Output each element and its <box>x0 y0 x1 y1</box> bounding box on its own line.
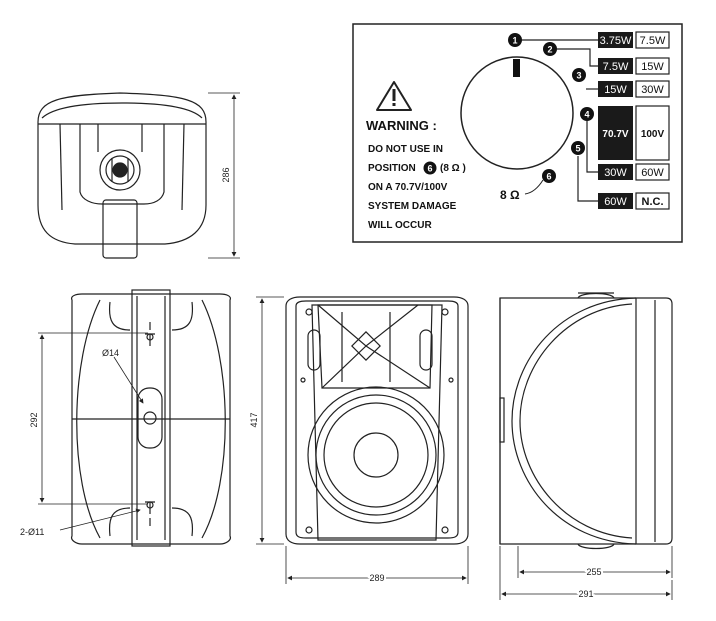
tap-70v-value: 60W <box>604 196 627 208</box>
position-6-badge-number: 6 <box>427 164 432 174</box>
position-6-badge <box>423 161 437 175</box>
position-badge-2: 2 <box>543 42 557 56</box>
side-view <box>499 292 673 550</box>
tap-70v-value: 30W <box>604 167 627 179</box>
warning-line-2-prefix: POSITION <box>368 163 416 174</box>
warning-line-4: SYSTEM DAMAGE <box>368 201 457 212</box>
front-view <box>285 296 469 545</box>
dim-height-top-label: 286 <box>221 167 231 182</box>
dim-height-front-label: 417 <box>249 412 259 427</box>
tap-100v-value: 60W <box>641 167 664 179</box>
impedance-label: 8 Ω <box>500 188 520 202</box>
tap-100v-value: 7.5W <box>640 35 666 47</box>
position-badge-3: 3 <box>572 68 586 82</box>
dim-width-front-label: 289 <box>369 573 384 583</box>
dim-depth-inner-label: 255 <box>586 567 601 577</box>
warning-line-5: WILL OCCUR <box>368 220 432 231</box>
position-badge-1: 1 <box>508 33 522 47</box>
warning-line-3: ON A 70.7V/100V <box>368 182 448 193</box>
warning-line-1: DO NOT USE IN <box>368 144 443 155</box>
dimension-depth-total <box>499 546 673 600</box>
voltage-100v-label: 100V <box>641 129 665 140</box>
tap-row-6: 60W N.C. <box>598 192 670 210</box>
svg-text:5: 5 <box>575 144 580 154</box>
back-view <box>71 289 231 547</box>
dim-hole-diameter-label: Ø14 <box>102 348 119 358</box>
dim-bracket-spacing-label: 292 <box>29 412 39 427</box>
tap-row-2: 7.5W 15W <box>598 57 670 75</box>
tap-row-header: 70.7V 100V <box>598 105 670 161</box>
tap-row-1: 3.75W 7.5W <box>598 31 670 49</box>
svg-text:3: 3 <box>576 71 581 81</box>
svg-text:1: 1 <box>512 36 517 46</box>
tap-70v-value: 3.75W <box>600 35 632 47</box>
dim-mount-holes-label: 2-Ø11 <box>20 527 44 537</box>
dimension-depth-inner <box>517 546 673 578</box>
tap-100v-value: 30W <box>641 84 664 96</box>
tap-70v-value: 7.5W <box>603 61 629 73</box>
tap-70v-value: 15W <box>604 84 627 96</box>
tap-row-3: 15W 30W <box>598 80 670 98</box>
position-badge-5: 5 <box>571 141 585 155</box>
svg-text:2: 2 <box>547 45 552 55</box>
position-6-marker <box>542 169 556 183</box>
tap-selector-knob-icon <box>460 56 574 170</box>
leader-lines <box>521 39 598 202</box>
position-badge-4: 4 <box>580 107 594 121</box>
tap-row-5: 30W 60W <box>598 163 670 181</box>
position-6-marker-number: 6 <box>546 172 551 182</box>
warning-title: WARNING : <box>366 118 437 133</box>
dimension-height-top <box>208 92 240 259</box>
tap-100v-value: 15W <box>641 61 664 73</box>
dim-depth-total-label: 291 <box>578 589 593 599</box>
dimension-width-front <box>285 546 469 584</box>
top-view <box>37 92 207 259</box>
dimension-height-front <box>256 296 284 545</box>
voltage-70v-label: 70.7V <box>602 129 628 140</box>
warning-panel: WARNING : DO NOT USE IN POSITION 6 (8 Ω … <box>352 23 683 243</box>
dimension-bracket-spacing <box>38 332 148 531</box>
warning-triangle-icon <box>376 81 412 111</box>
svg-text:4: 4 <box>584 110 589 120</box>
warning-line-2-suffix: (8 Ω ) <box>440 163 466 174</box>
tap-100v-value: N.C. <box>642 196 664 208</box>
